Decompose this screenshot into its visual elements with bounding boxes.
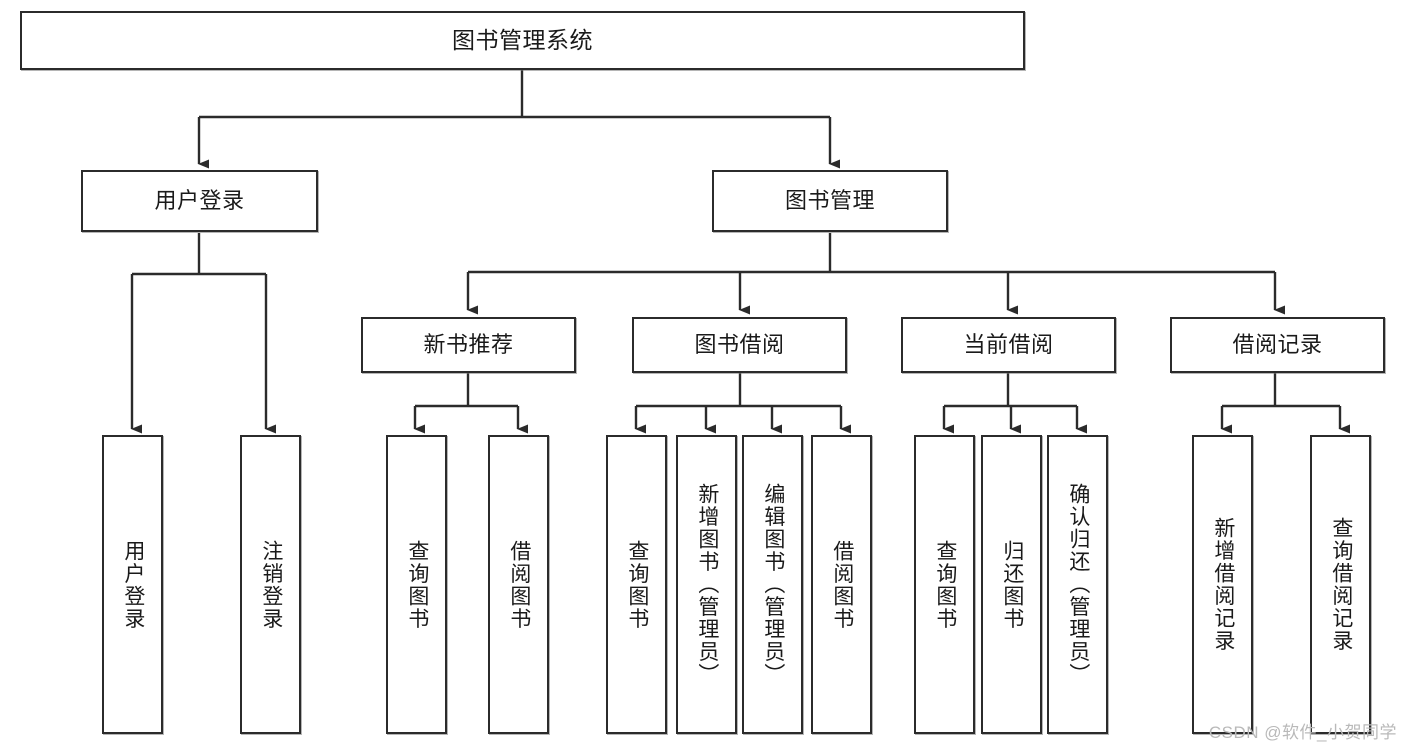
node-label: 用户登录 bbox=[154, 187, 245, 213]
leaf-user-login-login[interactable]: 用户登录 bbox=[102, 435, 163, 734]
node-label: 新增借阅记录 bbox=[1211, 517, 1235, 652]
node-label: 借阅图书 bbox=[507, 539, 531, 630]
node-label: 编辑图书（管理员） bbox=[761, 483, 785, 686]
node-label: 查询图书 bbox=[405, 539, 429, 630]
leaf-book-borrow-query[interactable]: 查询图书 bbox=[606, 435, 667, 734]
node-label: 查询图书 bbox=[933, 539, 957, 630]
node-label: 确认归还（管理员） bbox=[1066, 483, 1090, 686]
node-label: 图书管理系统 bbox=[452, 26, 593, 53]
node-borrow-record[interactable]: 借阅记录 bbox=[1170, 317, 1385, 373]
leaf-user-login-logout[interactable]: 注销登录 bbox=[240, 435, 301, 734]
node-book-management[interactable]: 图书管理 bbox=[712, 170, 948, 232]
leaf-current-borrow-query[interactable]: 查询图书 bbox=[914, 435, 975, 734]
leaf-new-book-query[interactable]: 查询图书 bbox=[386, 435, 447, 734]
watermark: CSDN @软件_小贺同学 bbox=[1208, 723, 1397, 742]
node-label: 查询借阅记录 bbox=[1329, 517, 1353, 652]
leaf-book-borrow-borrow[interactable]: 借阅图书 bbox=[811, 435, 872, 734]
node-label: 注销登录 bbox=[259, 539, 283, 630]
node-label: 借阅图书 bbox=[830, 539, 854, 630]
node-book-borrow[interactable]: 图书借阅 bbox=[632, 317, 847, 373]
node-label: 用户登录 bbox=[121, 539, 145, 630]
node-label: 查询图书 bbox=[625, 539, 649, 630]
node-user-login[interactable]: 用户登录 bbox=[81, 170, 318, 232]
node-label: 归还图书 bbox=[1000, 539, 1024, 630]
leaf-new-book-borrow[interactable]: 借阅图书 bbox=[488, 435, 549, 734]
leaf-book-borrow-edit[interactable]: 编辑图书（管理员） bbox=[742, 435, 803, 734]
node-label: 新增图书（管理员） bbox=[695, 483, 719, 686]
node-label: 图书管理 bbox=[784, 187, 875, 213]
node-root-book-management-system[interactable]: 图书管理系统 bbox=[20, 11, 1025, 70]
node-new-book-recommend[interactable]: 新书推荐 bbox=[361, 317, 576, 373]
leaf-current-borrow-confirm-return[interactable]: 确认归还（管理员） bbox=[1047, 435, 1108, 734]
node-label: 新书推荐 bbox=[423, 331, 514, 357]
leaf-borrow-record-add[interactable]: 新增借阅记录 bbox=[1192, 435, 1253, 734]
node-label: 借阅记录 bbox=[1232, 331, 1323, 357]
node-label: 图书借阅 bbox=[694, 331, 785, 357]
leaf-borrow-record-query[interactable]: 查询借阅记录 bbox=[1310, 435, 1371, 734]
leaf-current-borrow-return[interactable]: 归还图书 bbox=[981, 435, 1042, 734]
node-label: 当前借阅 bbox=[963, 331, 1054, 357]
node-current-borrow[interactable]: 当前借阅 bbox=[901, 317, 1116, 373]
leaf-book-borrow-add[interactable]: 新增图书（管理员） bbox=[676, 435, 737, 734]
